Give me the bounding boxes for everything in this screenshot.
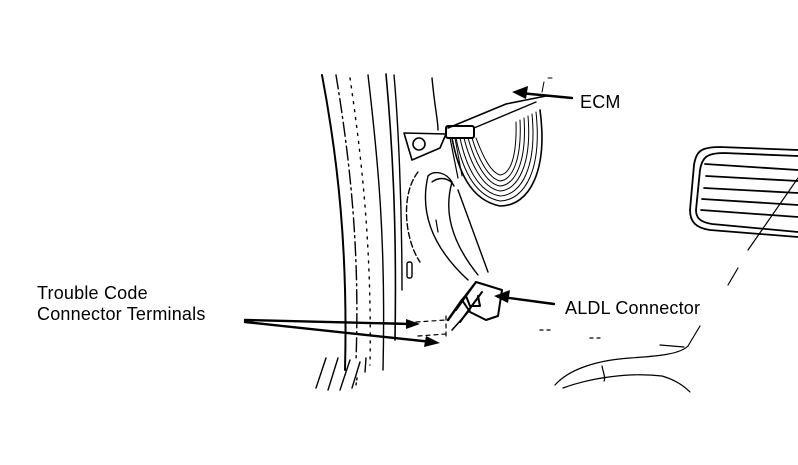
connector-terminals <box>415 315 447 341</box>
ecm-module <box>445 95 547 207</box>
aldl-connector-label: ALDL Connector <box>565 298 701 318</box>
trouble-code-label-line1: Trouble Code <box>37 283 148 303</box>
kick-panel <box>315 73 439 391</box>
aldl-connector <box>446 281 503 331</box>
ecm-label: ECM <box>580 92 621 112</box>
wire-bundle <box>405 171 489 281</box>
mounting-bracket <box>403 132 447 161</box>
trouble-code-label-line2: Connector Terminals <box>37 304 206 324</box>
callout-arrows <box>243 77 574 347</box>
floor-lines <box>539 177 798 393</box>
trouble-code-terminals-label: Trouble Code Connector Terminals <box>37 283 206 325</box>
pedal <box>689 146 798 238</box>
